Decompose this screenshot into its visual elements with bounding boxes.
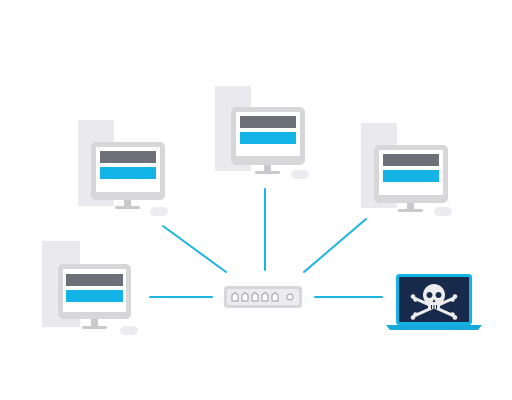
stand-neck bbox=[91, 319, 98, 326]
screen-bar-dark bbox=[66, 274, 123, 286]
screen-bar-blue bbox=[383, 170, 439, 182]
skull-crossbones-laptop-icon bbox=[386, 274, 482, 330]
network-switch-icon bbox=[224, 286, 302, 308]
link-pc-upper-left bbox=[162, 225, 227, 273]
screen-bar-dark bbox=[383, 154, 439, 166]
screen-bar-blue bbox=[100, 167, 156, 179]
mouse bbox=[291, 170, 309, 179]
stand-neck bbox=[124, 200, 131, 206]
stand-base bbox=[398, 209, 423, 212]
screen-bar-dark bbox=[100, 151, 156, 163]
stand-base bbox=[82, 326, 107, 329]
screen-bar-dark bbox=[240, 116, 296, 128]
skull bbox=[423, 284, 445, 309]
switch-led bbox=[286, 293, 294, 301]
desktop-computer-icon bbox=[215, 86, 309, 179]
stand-base bbox=[115, 206, 140, 209]
link-pc-upper-right bbox=[303, 218, 367, 273]
mouse bbox=[434, 207, 452, 216]
desktop-computer-icon bbox=[361, 123, 452, 216]
desktop-computer-icon bbox=[42, 241, 138, 335]
switch-ports bbox=[231, 291, 279, 302]
stand-base bbox=[255, 171, 280, 174]
mouse bbox=[120, 326, 138, 335]
desktop-computer-icon bbox=[78, 120, 168, 216]
screen-bar-blue bbox=[240, 132, 296, 144]
laptop-base bbox=[386, 325, 482, 330]
connection-lines bbox=[149, 188, 383, 298]
mouse bbox=[150, 207, 168, 216]
stand-neck bbox=[407, 203, 414, 209]
screen-bar-blue bbox=[66, 290, 123, 302]
stand-neck bbox=[264, 165, 271, 171]
